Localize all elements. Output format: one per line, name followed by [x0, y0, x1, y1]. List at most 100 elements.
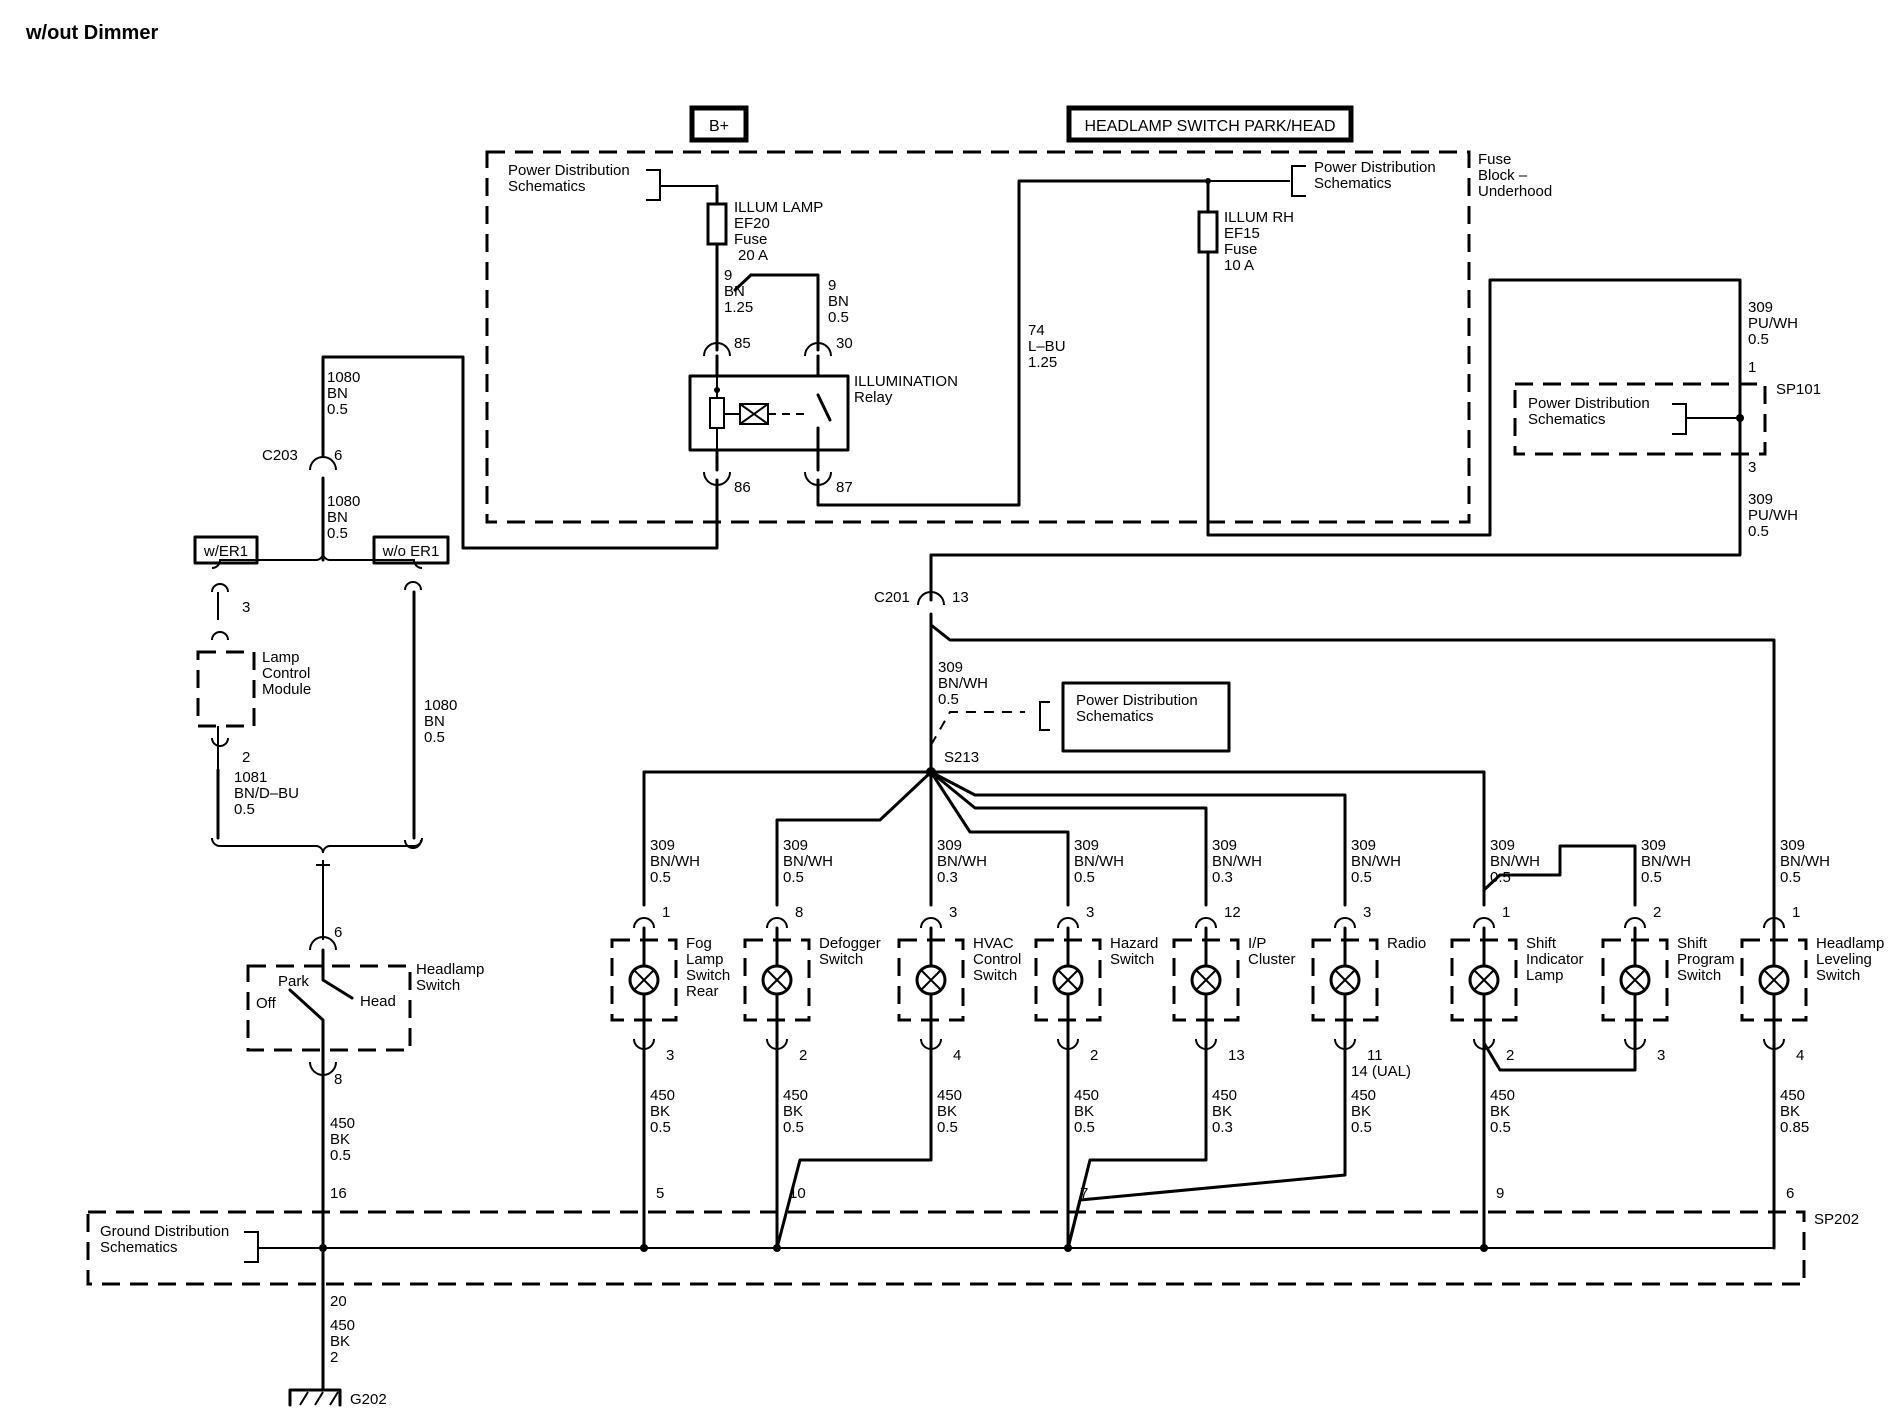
lamp-7-name: Lamp	[1526, 967, 1564, 984]
headlamp-switch-box: HEADLAMP SWITCH PARK/HEAD	[1066, 105, 1354, 143]
lamp-4-out-wire-label: 450	[1074, 1087, 1099, 1104]
lamp-7-in-wire-label: 0.5	[1490, 869, 1511, 886]
lamp-4-in-wire-label: 309	[1074, 837, 1099, 854]
svg-text:Block –: Block –	[1478, 167, 1528, 184]
svg-text:Park: Park	[278, 973, 309, 990]
svg-text:BN/D–BU: BN/D–BU	[234, 785, 299, 802]
svg-text:0.5: 0.5	[1748, 523, 1769, 540]
g202-pin-20: 20	[330, 1293, 347, 1310]
sp202-junction	[1064, 1244, 1072, 1252]
svg-text:74: 74	[1028, 322, 1045, 339]
lamp-8-name: Shift	[1677, 935, 1708, 952]
ground-g202-symbol: G202	[288, 1388, 387, 1408]
lamp-1-out-wire-label: 450	[650, 1087, 675, 1104]
svg-text:1080: 1080	[327, 493, 360, 510]
lamp-9-out-wire-label: 0.85	[1780, 1119, 1809, 1136]
svg-text:Power Distribution: Power Distribution	[1528, 395, 1650, 412]
svg-text:Relay: Relay	[854, 389, 893, 406]
option-without-er1	[372, 535, 450, 565]
lamp-7-pin-out: 2	[1506, 1047, 1514, 1064]
svg-text:ILLUM RH: ILLUM RH	[1224, 209, 1294, 226]
svg-text:BN/WH: BN/WH	[938, 675, 988, 692]
lamp-8-pin-in: 2	[1653, 904, 1661, 921]
sp202-boundary	[86, 1210, 1806, 1286]
power-distribution-ref-3: Power Distribution Schematics	[1528, 395, 1740, 435]
sp202-junction	[640, 1244, 648, 1252]
lamp-9-sp202-pin: 6	[1786, 1185, 1794, 1202]
lamp-2-out-wire-label: 450	[783, 1087, 808, 1104]
svg-text:Underhood: Underhood	[1478, 183, 1552, 200]
lamp-6-in-wire-label: 309	[1351, 837, 1376, 854]
b-plus-label: B+	[709, 118, 729, 135]
svg-text:1081: 1081	[234, 769, 267, 786]
wire-309-puwh-top-label: 309 PU/WH 0.5	[1748, 299, 1798, 348]
svg-text:BN: BN	[327, 509, 348, 526]
svg-text:0.5: 0.5	[828, 309, 849, 326]
lamp-5-in-wire-label: 309	[1212, 837, 1237, 854]
lamp-2-pin-out: 2	[799, 1047, 807, 1064]
lamp-1-in-wire-label: BN/WH	[650, 853, 700, 870]
wire-1080-c-label: 1080 BN 0.5	[424, 697, 457, 746]
lamp-2-out-wire-label: BK	[783, 1103, 803, 1120]
lamp-3-name: Switch	[973, 967, 1017, 984]
lamp-6-in-wire-label: BN/WH	[1351, 853, 1401, 870]
svg-text:13: 13	[952, 589, 969, 606]
sp101-boundary	[1513, 382, 1767, 456]
svg-text:0.5: 0.5	[330, 1147, 351, 1164]
svg-text:0.5: 0.5	[1748, 331, 1769, 348]
sp202-pin-16: 16	[330, 1185, 347, 1202]
svg-text:Schematics: Schematics	[100, 1239, 178, 1256]
lamp-5-in-wire-label: BN/WH	[1212, 853, 1262, 870]
svg-text:Switch: Switch	[416, 977, 460, 994]
svg-text:Power Distribution: Power Distribution	[1314, 159, 1436, 176]
svg-text:0.5: 0.5	[234, 801, 255, 818]
lamp-5-pin-out: 13	[1228, 1047, 1245, 1064]
svg-text:6: 6	[334, 447, 342, 464]
fuse-ef20: ILLUM LAMP EF20 Fuse 20 A	[706, 184, 823, 292]
lamp-1-name: Lamp	[686, 951, 724, 968]
lamp-6-pin-out-2: 14 (UAL)	[1351, 1063, 1411, 1080]
lamp-8-pin-out: 3	[1657, 1047, 1665, 1064]
lamp-7-pin-in: 1	[1502, 904, 1510, 921]
diagram-title: w/out Dimmer	[25, 22, 158, 44]
lamp-2-name: Defogger	[819, 935, 881, 952]
svg-text:C203: C203	[262, 447, 298, 464]
headlamp-switch: 6 Park Off Head Headlamp Switch 8	[246, 924, 484, 1088]
lamp-4-sp202-pin: 7	[1080, 1185, 1088, 1202]
svg-text:BN: BN	[424, 713, 445, 730]
lamp-3-in-wire-label: 0.3	[937, 869, 958, 886]
lamps-layer: 309BN/WH0.51FogLampSwitchRear3450BK0.553…	[610, 770, 1884, 1252]
svg-text:10 A: 10 A	[1224, 257, 1254, 274]
svg-text:Control: Control	[262, 665, 310, 682]
lamp-9-out-wire-label: BK	[1780, 1103, 1800, 1120]
svg-text:309: 309	[938, 659, 963, 676]
lamp-3-in-wire-label: 309	[937, 837, 962, 854]
lamp-6-pin-out: 11	[1367, 1047, 1383, 1064]
svg-text:87: 87	[836, 479, 853, 496]
svg-text:Power Distribution: Power Distribution	[1076, 692, 1198, 709]
svg-text:EF20: EF20	[734, 215, 770, 232]
svg-text:Module: Module	[262, 681, 311, 698]
lamp-3-out-wire-label: 0.5	[937, 1119, 958, 1136]
fuse-block-label: Fuse Block – Underhood	[1478, 151, 1552, 200]
sp202-junction	[773, 1244, 781, 1252]
lamp-7-sp202-pin: 9	[1496, 1185, 1504, 1202]
lamp-5-in-wire-label: 0.3	[1212, 869, 1233, 886]
lamp-1-sp202-pin: 5	[656, 1185, 664, 1202]
lamp-1-in-wire-label: 0.5	[650, 869, 671, 886]
ground-wire-5	[1066, 1041, 1208, 1250]
lamp-3-pin-in: 3	[949, 904, 957, 921]
headlamp-switch-label: HEADLAMP SWITCH PARK/HEAD	[1084, 118, 1335, 135]
lamp-4-name: Hazard	[1110, 935, 1158, 952]
lamp-7-name: Shift	[1526, 935, 1557, 952]
lamp-3-name: Control	[973, 951, 1021, 968]
lamp-4-name: Switch	[1110, 951, 1154, 968]
power-distribution-ref-4	[1061, 681, 1231, 753]
power-distribution-ref-1: Power Distribution Schematics	[508, 162, 717, 201]
fuse-ef15: ILLUM RH EF15 Fuse 10 A	[929, 179, 1742, 602]
feed-wire-8	[1482, 844, 1637, 907]
svg-text:9: 9	[724, 267, 732, 284]
svg-text:20 A: 20 A	[738, 247, 768, 264]
lamp-2-name: Switch	[819, 951, 863, 968]
lamp-8-in-wire-label: 309	[1641, 837, 1666, 854]
